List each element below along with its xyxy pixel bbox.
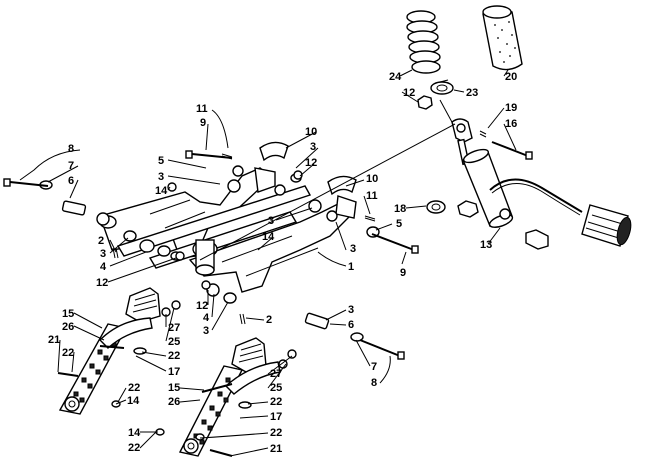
label-8: 8 [68,143,74,155]
label-3: 3 [268,215,274,227]
shock-absorber [451,118,514,228]
label-3: 3 [350,243,356,255]
label-22: 22 [270,396,282,408]
reservoir-clamp [426,200,446,214]
label-5: 5 [158,155,164,167]
footrest-hardware [57,300,297,457]
label-1: 1 [348,261,354,273]
label-12: 12 [403,87,415,99]
spring-retainer [430,81,454,95]
label-22: 22 [62,347,74,359]
label-16: 16 [505,118,517,130]
label-21: 21 [48,334,60,346]
label-14: 14 [127,395,140,407]
label-17: 17 [168,366,180,378]
label-3: 3 [203,325,209,337]
label-17: 17 [270,411,282,423]
label-3: 3 [158,171,164,183]
label-24: 24 [389,71,402,83]
leader-lines [19,69,517,457]
footrest-bracket-left [99,287,161,349]
label-10: 10 [366,173,378,185]
reservoir-bracket [457,200,549,250]
label-7: 7 [371,361,377,373]
label-14: 14 [262,231,275,243]
label-26: 26 [62,321,74,333]
label-22: 22 [128,442,140,454]
reservoir-hose [489,178,583,216]
cotter-pins [112,130,487,325]
label-9: 9 [200,117,206,129]
label-2: 2 [98,235,104,247]
label-27: 27 [270,368,282,380]
label-9: 9 [400,267,406,279]
label-22: 22 [168,350,180,362]
label-4: 4 [203,312,210,324]
label-12: 12 [305,157,317,169]
label-7: 7 [68,160,74,172]
label-11: 11 [366,190,378,202]
label-8: 8 [371,377,377,389]
label-14: 14 [128,427,141,439]
footrest-bracket-right [224,337,281,395]
label-2: 2 [266,314,272,326]
label-25: 25 [168,336,180,348]
label-6: 6 [68,175,74,187]
label-4: 4 [100,261,107,273]
label-5: 5 [396,218,402,230]
label-3: 3 [100,248,106,260]
label-10: 10 [305,126,317,138]
label-15: 15 [62,308,74,320]
shock-boot [482,5,523,71]
label-22: 22 [128,382,140,394]
label-3: 3 [348,304,354,316]
label-11: 11 [196,103,208,115]
label-15: 15 [168,382,180,394]
label-25: 25 [270,382,282,394]
footrest-right [178,365,244,457]
label-21: 21 [270,443,282,455]
cross-shaft [116,185,312,276]
bolts [3,141,533,360]
label-18: 18 [394,203,406,215]
label-19: 19 [505,102,517,114]
label-20: 20 [505,71,517,83]
locknut [417,95,433,110]
label-23: 23 [466,87,478,99]
label-6: 6 [348,319,354,331]
label-27: 27 [168,322,180,334]
spring [406,10,441,74]
label-26: 26 [168,396,180,408]
label-22: 22 [270,427,282,439]
label-12: 12 [96,277,108,289]
label-12: 12 [196,300,208,312]
rear-arm-right [188,195,357,293]
label-14: 14 [155,185,168,197]
callout-labels: 1 2 2 3 3 3 3 3 3 3 4 4 5 5 6 6 7 7 8 8 … [48,71,517,455]
label-3: 3 [310,141,316,153]
reservoir [581,204,632,247]
nuts [167,170,303,290]
bump-stops [259,141,357,196]
